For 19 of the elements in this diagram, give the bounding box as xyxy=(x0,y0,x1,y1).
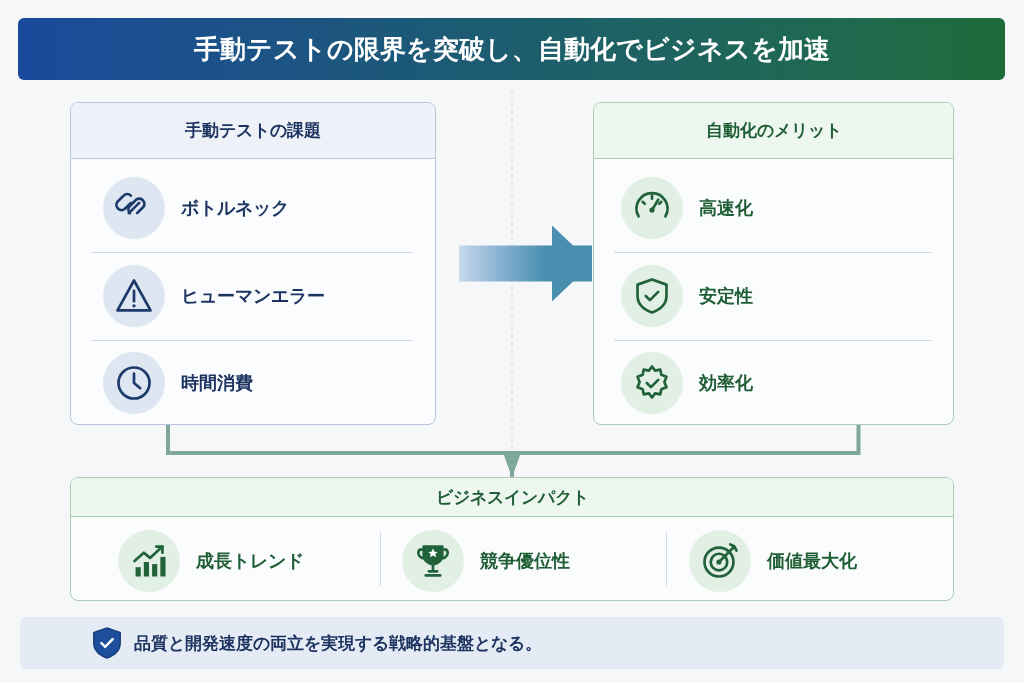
item-label: 効率化 xyxy=(699,371,753,395)
panel-card xyxy=(593,102,954,425)
item-label: 時間消費 xyxy=(181,371,253,395)
item-label: ヒューマンエラー xyxy=(181,284,325,308)
item-label: 安定性 xyxy=(699,284,753,308)
panel-heading: ビジネスインパクト xyxy=(435,485,589,509)
item-label: 競争優位性 xyxy=(480,549,570,573)
arrow xyxy=(459,225,592,302)
item-label: 高速化 xyxy=(699,196,753,220)
panel-heading: 手動テストの課題 xyxy=(185,119,321,142)
item-label: ボトルネック xyxy=(181,196,289,220)
panel-heading: 自動化のメリット xyxy=(705,119,842,142)
panel-card xyxy=(70,477,954,601)
panel-card xyxy=(70,102,436,425)
item-label: 価値最大化 xyxy=(767,549,857,573)
title-banner: 手動テストの限界を突破し、自動化でビジネスを加速 xyxy=(18,18,1005,80)
footer-band xyxy=(20,617,1004,669)
footer-text: 品質と開発速度の両立を実現する戦略的基盤となる。 xyxy=(134,631,542,655)
item-label: 成長トレンド xyxy=(196,549,304,573)
